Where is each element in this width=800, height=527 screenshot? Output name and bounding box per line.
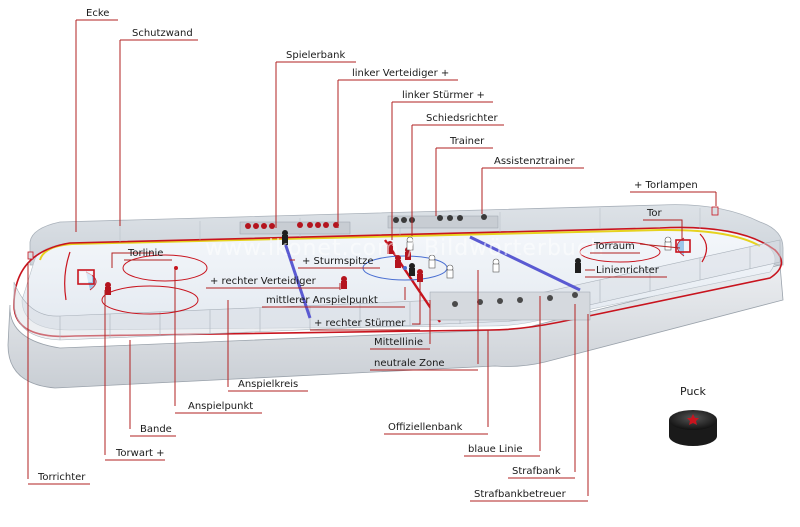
label-linienrichter: Linienrichter: [596, 265, 660, 276]
label-trainer: Trainer: [449, 136, 485, 147]
label-mittellinie: Mittellinie: [374, 337, 423, 348]
players-bench: [239, 221, 351, 235]
label-torwart: Torwart +: [115, 448, 165, 459]
label-torraum: Torraum: [593, 241, 635, 252]
officials-and-penalty-boxes: [429, 291, 591, 321]
label-strafbank: Strafbank: [512, 466, 561, 477]
puck-star-logo: [687, 414, 699, 425]
label-assistenztrainer: Assistenztrainer: [494, 156, 575, 167]
faceoff-circle-left-bottom: [101, 285, 199, 315]
protective-glass-front: [13, 239, 781, 341]
label-blaue-linie: blaue Linie: [468, 444, 523, 455]
label-bande: Bande: [140, 424, 172, 435]
label-strafbankbetreuer: Strafbankbetreuer: [474, 489, 567, 500]
label-anspielkreis: Anspielkreis: [238, 379, 298, 390]
label-schiedsrichter: Schiedsrichter: [426, 113, 498, 124]
label-torlinie: Torlinie: [127, 248, 163, 259]
label-puck: Puck: [680, 385, 706, 398]
rink-outline: [13, 226, 783, 338]
label-neutrale-zone: neutrale Zone: [374, 358, 445, 369]
label-sturmspitze: + Sturmspitze: [302, 256, 374, 267]
goal-lamp-right: [711, 206, 719, 216]
label-torlampen: + Torlampen: [634, 180, 698, 191]
label-rechter-stuermer: + rechter Stürmer: [314, 318, 406, 329]
players-bench-2: [387, 214, 499, 229]
kickplate-line: [39, 228, 761, 261]
goal-right: [675, 239, 691, 253]
glass-dividers: [59, 247, 751, 340]
blue-line-right: [469, 235, 581, 292]
boards-base: [7, 264, 784, 389]
label-tor: Tor: [646, 208, 663, 219]
goal-lamp-left: [27, 251, 34, 260]
rink: www.ikonet.com / Bildwörterbuch: [7, 204, 784, 389]
center-faceoff-dot: [403, 266, 407, 270]
faceoff-circle-left-top: [122, 254, 208, 282]
labels: Ecke Schutzwand Spielerbank linker Verte…: [28, 8, 716, 502]
label-rechter-verteidiger: + rechter Verteidiger: [210, 276, 317, 287]
leader-lines: [27, 20, 717, 496]
label-spielerbank: Spielerbank: [286, 50, 345, 61]
label-schutzwand: Schutzwand: [132, 28, 193, 39]
players-on-ice: [105, 230, 672, 295]
label-mittlerer-anspielpunkt: mittlerer Anspielpunkt: [266, 295, 378, 306]
goal-line-right: [699, 233, 708, 263]
puck-illustration: [669, 410, 717, 446]
label-torrichter: Torrichter: [37, 472, 86, 483]
watermark: www.ikonet.com / Bildwörterbuch: [205, 236, 605, 261]
label-linker-verteidiger: linker Verteidiger +: [352, 68, 449, 79]
blue-line-left: [283, 242, 312, 319]
goal-left: [77, 269, 95, 285]
label-linker-stuermer: linker Stürmer +: [402, 90, 485, 101]
label-offiziellenbank: Offiziellenbank: [388, 422, 463, 433]
label-ecke: Ecke: [86, 8, 109, 19]
goal-line-left: [64, 251, 71, 301]
label-anspielpunkt: Anspielpunkt: [188, 401, 253, 412]
faceoff-circle-right: [579, 241, 661, 263]
